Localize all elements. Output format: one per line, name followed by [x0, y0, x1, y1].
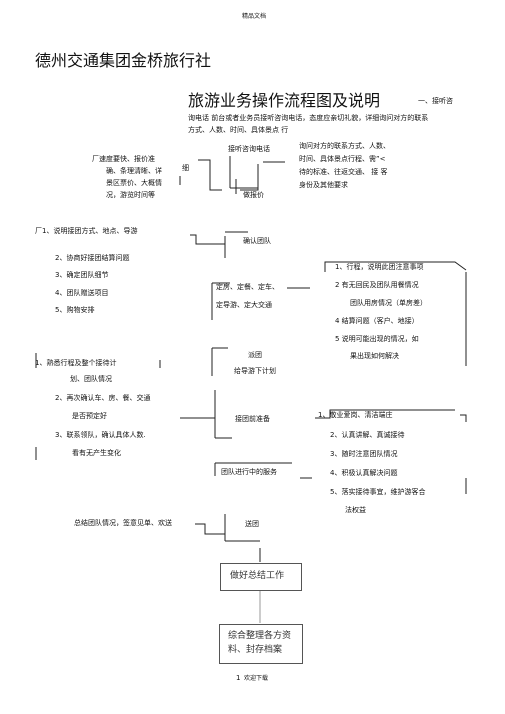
left-block3-line-3: 2、再次确认车、房、餐、交通 — [55, 394, 151, 402]
right-block3-line-1: 1、敬业爱岗、清洁端庄 — [318, 411, 393, 419]
step-guide-plan: 给导游下计划 — [234, 367, 276, 375]
left-block2-line-4: 4、团队赠送项目 — [55, 289, 109, 297]
left-block2-line-5: 5、购物安排 — [55, 306, 95, 314]
step-confirm-group: 确认团队 — [243, 237, 271, 245]
intro-line-3: 方式、人数、时间、具体景点 行 — [188, 126, 289, 134]
right-block3-line-4: 4、积极认真解决问题 — [330, 469, 398, 477]
step-send-off: 送团 — [245, 520, 259, 528]
right-block3-line-2: 2、认真讲解、真诚接待 — [330, 431, 405, 439]
left-block3-line-6: 看有无产生变化 — [72, 449, 121, 457]
step-in-progress-service: 团队进行中的服务 — [221, 468, 277, 476]
left-block3-line-4: 是否预定好 — [72, 412, 107, 420]
left-block2-line-3: 3、确定团队细节 — [55, 271, 109, 279]
step-quote: 做报价 — [243, 191, 264, 199]
right-block2-line-4: 4 结算问题（客户、地接） — [335, 317, 419, 325]
right-block3-line-5: 5、落实接待事宜，维护游客合 — [330, 488, 426, 496]
mid-line-2: 定导游、定大交通 — [216, 301, 272, 309]
left-block3-line-2: 划、团队情况 — [70, 375, 112, 383]
summary-work-label: 做好总结工作 — [230, 571, 285, 581]
right-block1-line-4: 身份及其他要求 — [299, 181, 348, 189]
step-dispatch: 派团 — [248, 351, 262, 359]
mid-line-1: 定房、定餐、定车、 — [216, 283, 279, 291]
left-block1-line-3: 景区票价、大概情 — [106, 179, 162, 187]
left-block2-line-2: 2、协商好接团结算问题 — [55, 254, 130, 262]
step-prepare: 接团前准备 — [235, 415, 270, 423]
right-block1-line-1: 询问对方的联系方式、人数、 — [299, 142, 390, 150]
page-number: 1 — [236, 674, 241, 682]
left-block1-mark: 细 — [182, 164, 189, 172]
step-answer-inquiry: 接听咨询电话 — [228, 145, 270, 153]
summary-work-box: 做好总结工作 — [220, 563, 302, 591]
right-block2-line-5: 5 说明可能出现的情况，如 — [335, 335, 419, 343]
right-block3-line-6: 法权益 — [345, 506, 366, 514]
header-label: 精品文档 — [242, 13, 267, 20]
left-block1-line-2: 确、条理清晰、详 — [106, 167, 162, 175]
footer-label: 欢迎下载 — [244, 675, 269, 682]
left-block3-line-5: 3、联系领队，确认具体人数. — [55, 431, 146, 439]
intro-line-2: 询电话 前台或者业务员接听咨询电话，态度应亲切礼貌，详细询问对方的联系 — [188, 114, 429, 122]
left-block1-line-4: 况，游览时间等 — [106, 191, 155, 199]
archive-line-2: 料、封存档案 — [228, 645, 283, 655]
left-block1-line-1: 厂速度要快、报价准 — [92, 155, 155, 163]
left-summary: 总结团队情况，签意见单、欢送 — [74, 519, 172, 527]
left-block2-line-1: 厂1、说明接团方式、地点、导游 — [35, 227, 138, 235]
right-block1-line-2: 时间、具体景点行程、需”< — [299, 155, 386, 163]
archive-box: 综合整理各方资 料、封存档案 — [219, 624, 303, 664]
right-block2-line-2: 2 有无回民及团队用餐情况 — [335, 281, 419, 289]
archive-line-1: 综合整理各方资 — [228, 631, 292, 641]
company-name: 德州交通集团金桥旅行社 — [35, 51, 212, 70]
right-block2-line-3: 团队用房情况（单房差） — [350, 299, 427, 307]
left-block3-line-1: 1、熟悉行程及整个接待计 — [35, 359, 117, 367]
right-block1-line-3: 待的标准、往返交通、 接 客 — [299, 168, 388, 176]
page-title: 旅游业务操作流程图及说明 — [188, 91, 381, 110]
right-block2-line-1: 1、行程，说明此团注意事项 — [335, 263, 424, 271]
right-block2-line-6: 果出现如何解决 — [350, 352, 399, 360]
intro-line-1: 一、接听咨 — [418, 97, 453, 105]
right-block3-line-3: 3、随时注意团队情况 — [330, 450, 398, 458]
